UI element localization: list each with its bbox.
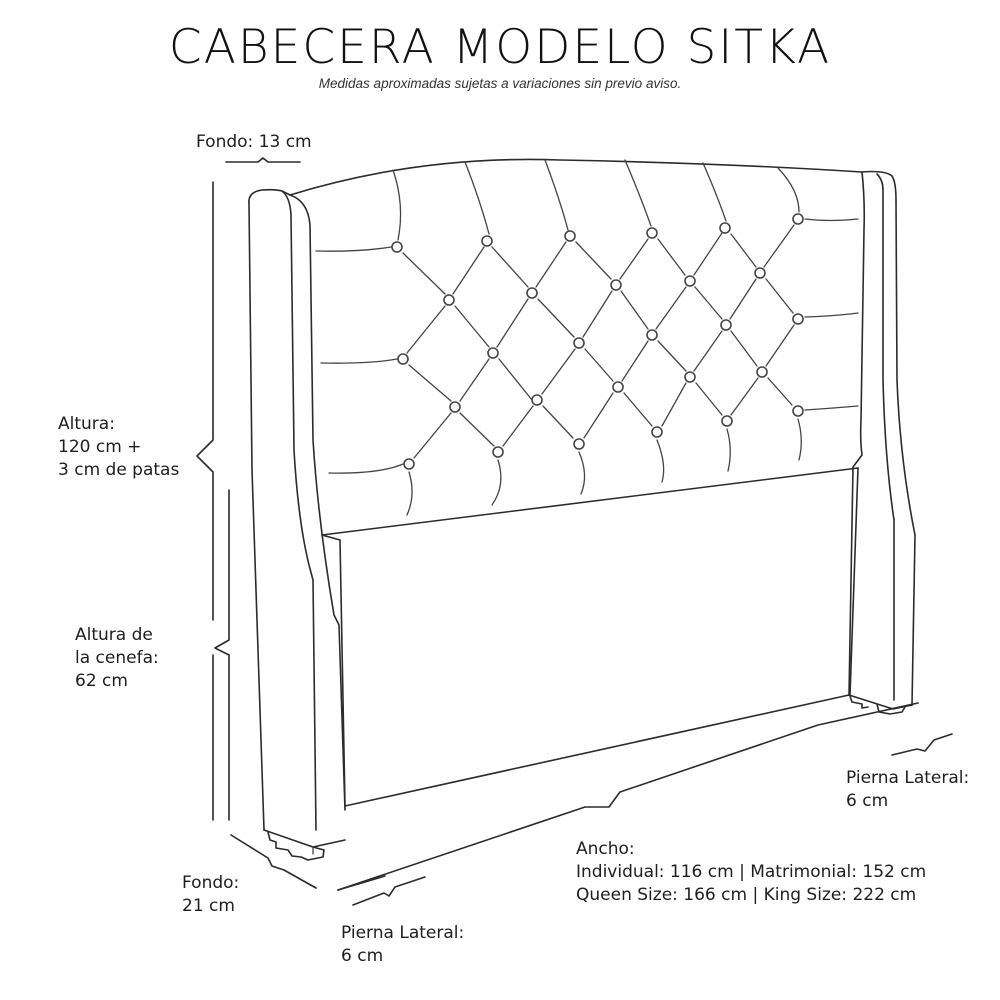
- altura-bracket: [196, 181, 214, 621]
- tuft-diamonds: [402, 224, 795, 459]
- ancho-line-front: [337, 702, 919, 891]
- tuft-buttons: [391, 213, 804, 470]
- fondo-top-bracket: [225, 157, 301, 163]
- pierna-right-line1: Pierna Lateral:: [846, 768, 970, 788]
- right-wing: [848, 170, 916, 715]
- altura-line2: 120 cm +: [58, 437, 142, 457]
- altura-label: Altura: 120 cm + 3 cm de patas: [58, 413, 179, 482]
- fondo-top-text: Fondo: 13 cm: [196, 132, 312, 152]
- pierna-lateral-left-label: Pierna Lateral: 6 cm: [341, 922, 464, 968]
- tuft-pleats: [315, 159, 859, 516]
- pierna-lateral-right-label: Pierna Lateral: 6 cm: [846, 767, 969, 813]
- fondo-bottom-bracket: [230, 834, 317, 889]
- fondo-bottom-line2: 21 cm: [182, 896, 235, 916]
- pierna-left-bracket: [352, 876, 426, 906]
- pierna-left-line1: Pierna Lateral:: [341, 923, 465, 943]
- dimension-lines: [196, 157, 953, 906]
- altura-cenefa-line1: Altura de: [75, 625, 153, 645]
- fondo-bottom-line1: Fondo:: [182, 873, 240, 893]
- page-title: CABECERA MODELO SITKA: [168, 20, 832, 75]
- pierna-right-line2: 6 cm: [846, 791, 889, 811]
- fondo-bottom-label: Fondo: 21 cm: [182, 872, 239, 918]
- ancho-label: Ancho: Individual: 116 cm | Matrimonial:…: [576, 838, 926, 907]
- altura-line1: Altura:: [58, 414, 115, 434]
- fondo-top-label: Fondo: 13 cm: [196, 131, 312, 154]
- ancho-heading: Ancho:: [576, 839, 635, 859]
- pierna-left-top: [337, 875, 386, 891]
- disclaimer-subtitle: Medidas aproximadas sujetas a variacione…: [318, 76, 682, 91]
- ancho-line2: Queen Size: 166 cm | King Size: 222 cm: [576, 885, 917, 905]
- altura-cenefa-label: Altura de la cenefa: 62 cm: [75, 624, 159, 693]
- pierna-right-bracket: [891, 733, 953, 756]
- altura-line3: 3 cm de patas: [58, 460, 180, 480]
- altura-cenefa-line2: la cenefa:: [75, 648, 159, 668]
- cenefa-bracket: [214, 489, 230, 821]
- altura-cenefa-line3: 62 cm: [75, 671, 128, 691]
- ancho-line1: Individual: 116 cm | Matrimonial: 152 cm: [576, 862, 927, 882]
- left-wing: [248, 188, 346, 861]
- headboard-body: [289, 158, 863, 807]
- pierna-left-line2: 6 cm: [341, 946, 384, 966]
